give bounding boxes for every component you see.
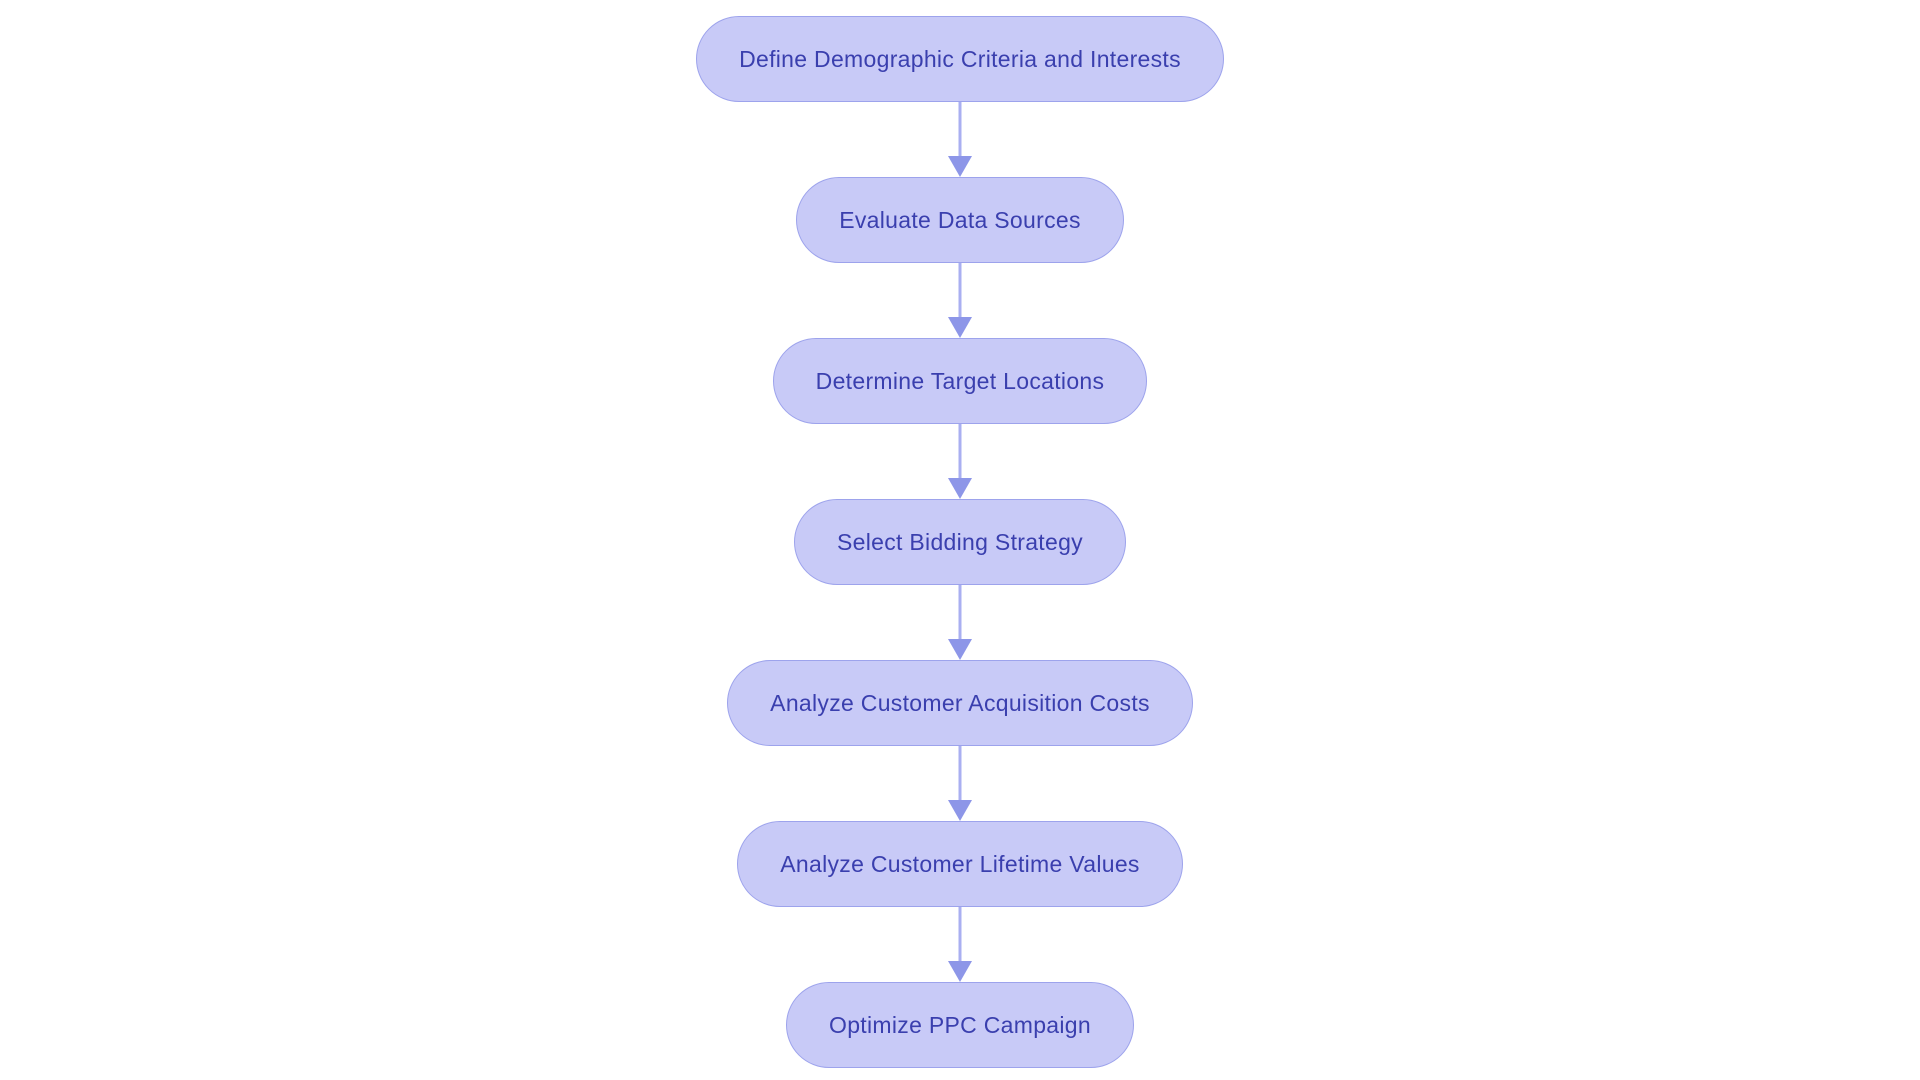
arrow-head	[948, 317, 972, 338]
arrow-down-icon	[948, 746, 972, 821]
flow-arrow-6	[945, 907, 975, 982]
flow-node-label: Optimize PPC Campaign	[829, 1011, 1091, 1038]
flow-arrow-1	[945, 102, 975, 177]
arrow-head	[948, 478, 972, 499]
arrow-head	[948, 639, 972, 660]
arrow-head	[948, 961, 972, 982]
arrow-down-icon	[948, 424, 972, 499]
flow-node-label: Define Demographic Criteria and Interest…	[739, 45, 1181, 72]
flow-node-optimize-ppc-campaign: Optimize PPC Campaign	[786, 982, 1134, 1068]
flow-arrow-2	[945, 263, 975, 338]
flow-arrow-4	[945, 585, 975, 660]
flow-node-determine-target-locations: Determine Target Locations	[772, 338, 1148, 424]
flow-node-evaluate-data-sources: Evaluate Data Sources	[796, 177, 1124, 263]
arrow-head	[948, 800, 972, 821]
flow-node-define-demographic-criteria: Define Demographic Criteria and Interest…	[696, 16, 1224, 102]
flow-node-label: Analyze Customer Acquisition Costs	[770, 689, 1150, 716]
arrow-down-icon	[948, 263, 972, 338]
arrow-down-icon	[948, 585, 972, 660]
flow-node-analyze-customer-acquisition-costs: Analyze Customer Acquisition Costs	[727, 660, 1193, 746]
flow-node-label: Evaluate Data Sources	[839, 206, 1081, 233]
flow-arrow-3	[945, 424, 975, 499]
flow-node-label: Determine Target Locations	[815, 367, 1105, 394]
arrow-down-icon	[948, 907, 972, 982]
flow-node-select-bidding-strategy: Select Bidding Strategy	[794, 499, 1126, 585]
flow-node-label: Analyze Customer Lifetime Values	[780, 850, 1140, 877]
arrow-down-icon	[948, 102, 972, 177]
arrow-head	[948, 156, 972, 177]
flow-node-analyze-customer-lifetime-values: Analyze Customer Lifetime Values	[737, 821, 1183, 907]
flow-arrow-5	[945, 746, 975, 821]
flow-node-label: Select Bidding Strategy	[837, 528, 1083, 555]
